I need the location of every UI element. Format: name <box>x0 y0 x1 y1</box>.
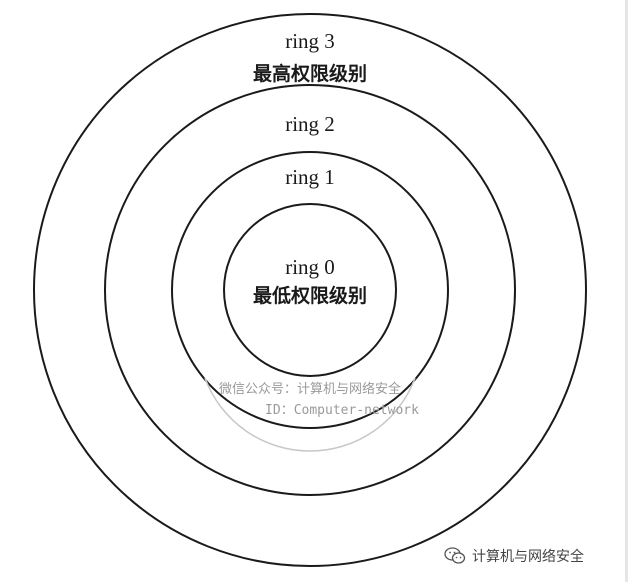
ring-2-circle <box>104 84 516 496</box>
footer-logo: 计算机与网络安全 <box>444 546 584 566</box>
wechat-icon <box>444 547 466 564</box>
right-edge-bar <box>625 0 628 582</box>
ring-2-label: ring 2 <box>285 112 335 136</box>
ring-3-description: 最高权限级别 <box>253 62 367 85</box>
ring-3-circle <box>33 13 587 567</box>
ring-1-label: ring 1 <box>285 165 335 189</box>
ring-0-description: 最低权限级别 <box>253 284 367 307</box>
ring-1-circle <box>171 151 449 429</box>
watermark-line-2: ID：Computer-network <box>265 403 419 418</box>
ring-0-circle <box>223 203 397 377</box>
ring-3-label: ring 3 <box>285 29 335 53</box>
watermark-line-1: 微信公众号：计算机与网络安全 <box>219 381 401 397</box>
watermark-arc <box>204 377 416 452</box>
footer-text: 计算机与网络安全 <box>472 549 584 565</box>
ring-0-label: ring 0 <box>285 255 335 279</box>
